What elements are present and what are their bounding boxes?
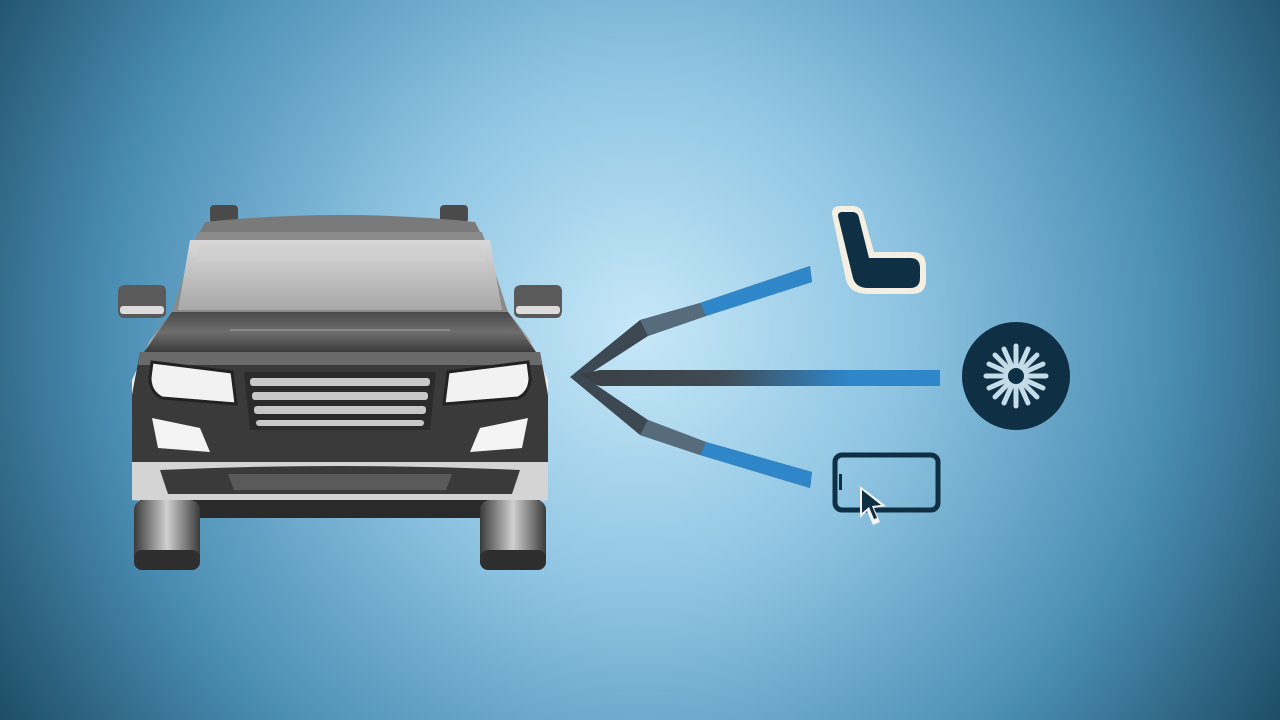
connection-beams (570, 266, 940, 488)
touchscreen-icon (832, 452, 941, 525)
right-headlight (442, 360, 532, 406)
front-grille (244, 372, 436, 430)
hood (144, 312, 536, 352)
left-fog-light (152, 418, 210, 452)
car-front-illustration (118, 205, 562, 570)
car-seat-icon (832, 206, 926, 294)
left-headlight (148, 360, 238, 406)
right-fog-light (470, 418, 528, 452)
wheel-icon (962, 322, 1070, 430)
